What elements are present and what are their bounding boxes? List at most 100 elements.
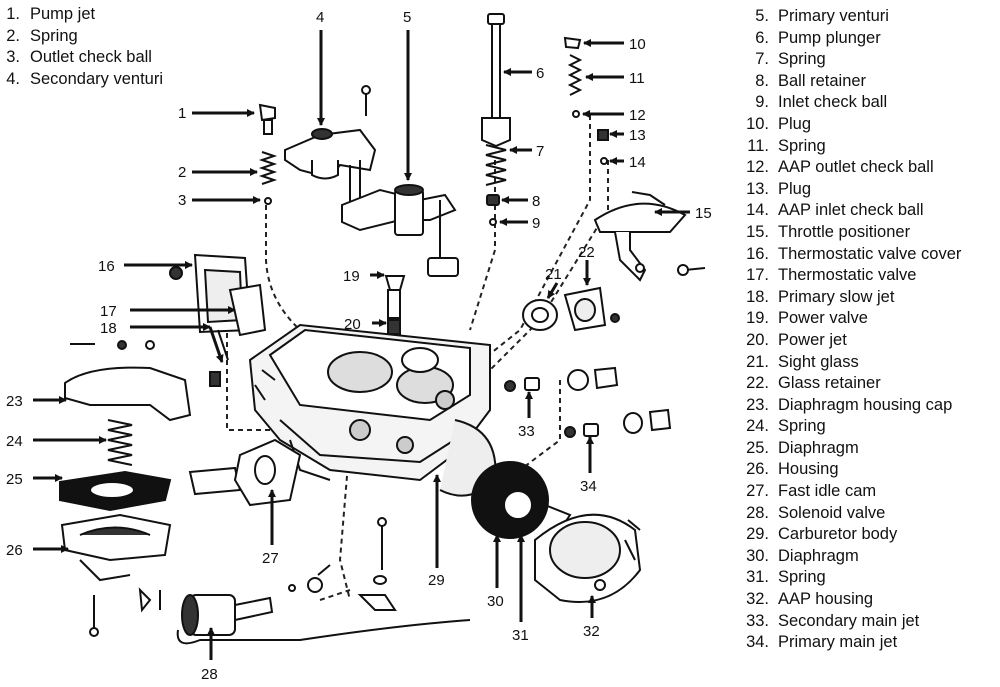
legend-item-number: 21. bbox=[746, 352, 769, 371]
legend-item-number: 31. bbox=[746, 568, 769, 587]
legend-item: 33.Secondary main jet bbox=[744, 611, 961, 633]
primary-venturi-drawing bbox=[341, 85, 459, 277]
legend-item-label: Glass retainer bbox=[778, 374, 881, 393]
legend-item-label: AAP inlet check ball bbox=[778, 201, 924, 220]
legend-item-label: Power valve bbox=[778, 309, 868, 328]
callout-30: 30 bbox=[487, 593, 504, 610]
callout-3: 3 bbox=[178, 192, 186, 209]
legend-item-label: Spring bbox=[30, 26, 78, 45]
small-parts-drawing bbox=[258, 36, 609, 226]
callout-16: 16 bbox=[98, 258, 115, 275]
legend-item: 6.Pump plunger bbox=[744, 28, 961, 50]
legend-item: 31. Spring bbox=[744, 567, 961, 589]
callout-34: 34 bbox=[580, 478, 597, 495]
legend-item-number: 34. bbox=[746, 633, 769, 652]
legend-item: 24. Spring bbox=[744, 416, 961, 438]
legend-item-number: 9. bbox=[755, 93, 769, 112]
callout-19: 19 bbox=[343, 268, 360, 285]
legend-item-label: Carburetor body bbox=[778, 525, 898, 544]
secondary-venturi-drawing bbox=[284, 128, 377, 225]
power-valve-drawing bbox=[384, 275, 406, 335]
legend-item-number: 33. bbox=[746, 611, 769, 630]
callout-6: 6 bbox=[536, 65, 544, 82]
callout-4: 4 bbox=[316, 9, 324, 26]
legend-item-number: 22. bbox=[746, 374, 769, 393]
legend-item-label: Outlet check ball bbox=[30, 48, 152, 67]
legend-item-number: 30. bbox=[746, 546, 769, 565]
callout-21: 21 bbox=[545, 266, 562, 283]
legend-item-label: Power jet bbox=[778, 330, 847, 349]
callout-14: 14 bbox=[629, 154, 646, 171]
legend-item: 5. Primary venturi bbox=[744, 6, 961, 28]
legend-item-label: Inlet check ball bbox=[778, 93, 888, 112]
legend-item-label: Primary venturi bbox=[778, 7, 889, 25]
legend-item: 10.Plug bbox=[744, 114, 961, 136]
main-jets-drawing bbox=[504, 366, 672, 438]
legend-item-number: 5. bbox=[755, 7, 769, 25]
callout-33: 33 bbox=[518, 423, 535, 440]
legend-item-label: Spring bbox=[778, 568, 826, 587]
legend-item-number: 23. bbox=[746, 395, 769, 414]
callout-29: 29 bbox=[428, 572, 445, 589]
callout-2: 2 bbox=[178, 164, 186, 181]
legend-item: 20. Power jet bbox=[744, 330, 961, 352]
legend-item-label: Spring bbox=[778, 417, 826, 436]
callout-17: 17 bbox=[100, 303, 117, 320]
legend-item: 2.Spring bbox=[6, 26, 163, 48]
legend-item: 14.AAP inlet check ball bbox=[744, 200, 961, 222]
sight-glass-drawing bbox=[522, 286, 620, 332]
fast-idle-cam-drawing bbox=[188, 438, 302, 507]
callout-8: 8 bbox=[532, 193, 540, 210]
legend-item-number: 3. bbox=[6, 48, 20, 67]
callout-28: 28 bbox=[201, 666, 218, 683]
callout-27: 27 bbox=[262, 550, 279, 567]
legend-item-label: Sight glass bbox=[778, 352, 859, 371]
legend-item-label: Primary main jet bbox=[778, 633, 898, 652]
legend-item: 11. Spring bbox=[744, 136, 961, 158]
pump-plunger-drawing bbox=[481, 13, 511, 148]
legend-item-number: 13. bbox=[746, 179, 769, 198]
thermostatic-valve-drawing bbox=[169, 253, 267, 361]
legend-item-number: 12. bbox=[746, 158, 769, 177]
legend-item-label: Spring bbox=[778, 136, 826, 155]
legend-item: 27.Fast idle cam bbox=[744, 481, 961, 503]
legend-item: 30. Diaphragm bbox=[744, 546, 961, 568]
legend-item: 15.Throttle positioner bbox=[744, 222, 961, 244]
legend-item-number: 29. bbox=[746, 525, 769, 544]
legend-item-label: Diaphragm housing cap bbox=[778, 395, 953, 414]
legend-item: 21. Sight glass bbox=[744, 352, 961, 374]
callout-31: 31 bbox=[512, 627, 529, 644]
legend-item: 4.Secondary venturi bbox=[6, 69, 163, 91]
callout-23: 23 bbox=[6, 393, 23, 410]
throttle-positioner-drawing bbox=[593, 191, 706, 282]
callout-7: 7 bbox=[536, 143, 544, 160]
callout-20: 20 bbox=[344, 316, 361, 333]
linkage-drawing bbox=[357, 517, 397, 611]
legend-item: 28.Solenoid valve bbox=[744, 503, 961, 525]
legend-item-label: Secondary venturi bbox=[30, 69, 163, 88]
legend-item-number: 10. bbox=[746, 114, 769, 133]
legend-item-number: 11. bbox=[747, 136, 769, 155]
callout-13: 13 bbox=[629, 127, 646, 144]
legend-item-number: 15. bbox=[746, 222, 769, 241]
legend-item-number: 32. bbox=[746, 590, 769, 609]
legend-item-label: Pump jet bbox=[30, 5, 96, 23]
legend-item: 23. Diaphragm housing cap bbox=[744, 395, 961, 417]
callout-15: 15 bbox=[695, 205, 712, 222]
legend-item-number: 24. bbox=[746, 417, 769, 436]
callout-18: 18 bbox=[100, 320, 117, 337]
aap-assembly-drawing bbox=[471, 461, 642, 603]
legend-item-number: 20. bbox=[746, 330, 769, 349]
legend-item-label: Pump plunger bbox=[778, 28, 881, 47]
legend-item-number: 17. bbox=[746, 266, 769, 285]
solenoid-valve-drawing bbox=[176, 564, 471, 645]
legend-item: 7.Spring bbox=[744, 49, 961, 71]
legend-item: 3. Outlet check ball bbox=[6, 47, 163, 69]
legend-item: 34. Primary main jet bbox=[744, 632, 961, 654]
legend-item-label: Diaphragm bbox=[778, 546, 859, 565]
callout-arrows bbox=[33, 30, 690, 660]
callout-10: 10 bbox=[629, 36, 646, 53]
legend-item: 18.Primary slow jet bbox=[744, 287, 961, 309]
